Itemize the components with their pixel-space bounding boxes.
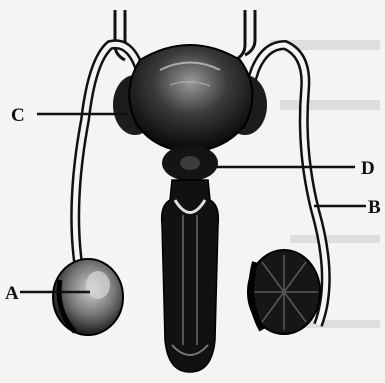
label-b: B xyxy=(368,197,381,218)
label-d: D xyxy=(361,158,375,179)
urinary-bladder xyxy=(129,45,252,152)
testis-right xyxy=(248,250,320,334)
label-a: A xyxy=(5,283,19,304)
testis-left xyxy=(53,259,123,335)
penis xyxy=(162,180,219,372)
label-c: C xyxy=(11,105,25,126)
